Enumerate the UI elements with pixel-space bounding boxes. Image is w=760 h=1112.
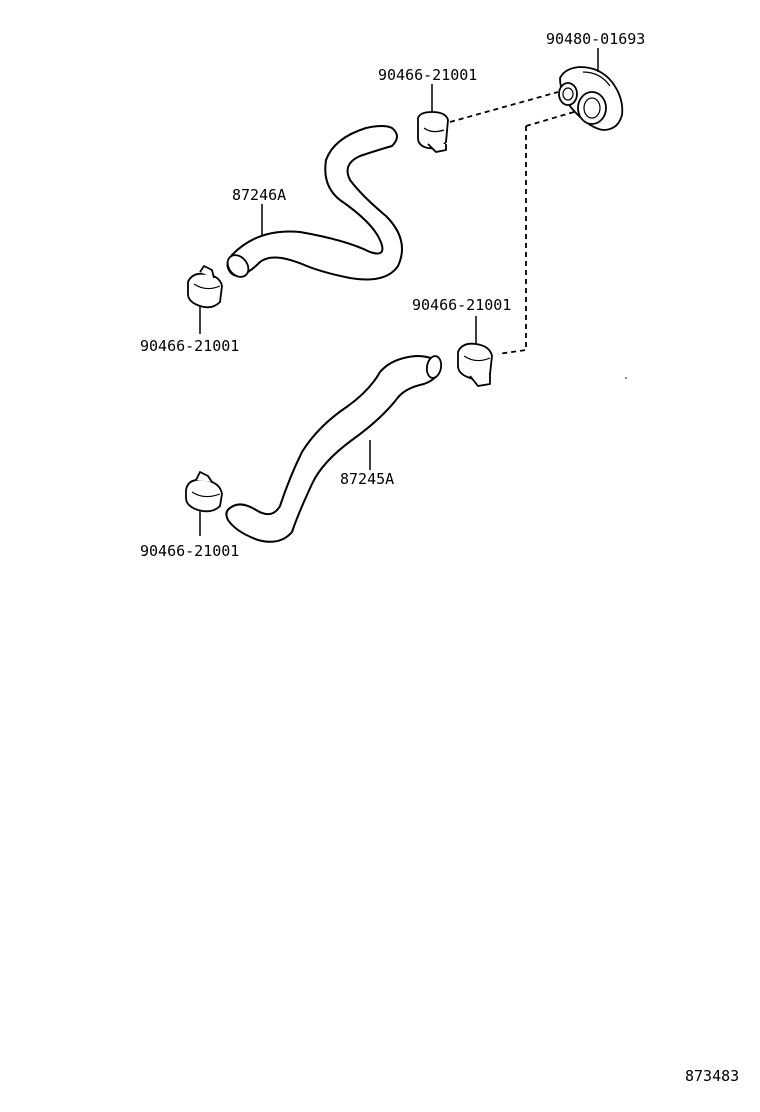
- label-clip-left-lower: 90466-21001: [140, 542, 239, 560]
- hose-clip-left-upper: [187, 265, 223, 309]
- grommet-part: [558, 66, 624, 131]
- dot-mark: [625, 377, 627, 379]
- hose-upper: [226, 125, 403, 281]
- hose-clip-mid: [457, 342, 493, 387]
- label-clip-top: 90466-21001: [378, 66, 477, 84]
- dashed-link-mid: [497, 126, 527, 355]
- label-clip-mid: 90466-21001: [412, 296, 511, 314]
- label-hose-upper: 87246A: [232, 186, 286, 204]
- dashed-link-branch: [525, 111, 575, 127]
- diagram-id: 873483: [685, 1067, 739, 1085]
- label-hose-lower: 87245A: [340, 470, 394, 488]
- label-grommet: 90480-01693: [546, 30, 645, 48]
- hose-clip-left-lower: [185, 471, 223, 513]
- dashed-link-top: [449, 91, 559, 123]
- hose-lower: [225, 355, 443, 543]
- label-clip-left-upper: 90466-21001: [140, 337, 239, 355]
- hose-clip-top: [417, 111, 449, 153]
